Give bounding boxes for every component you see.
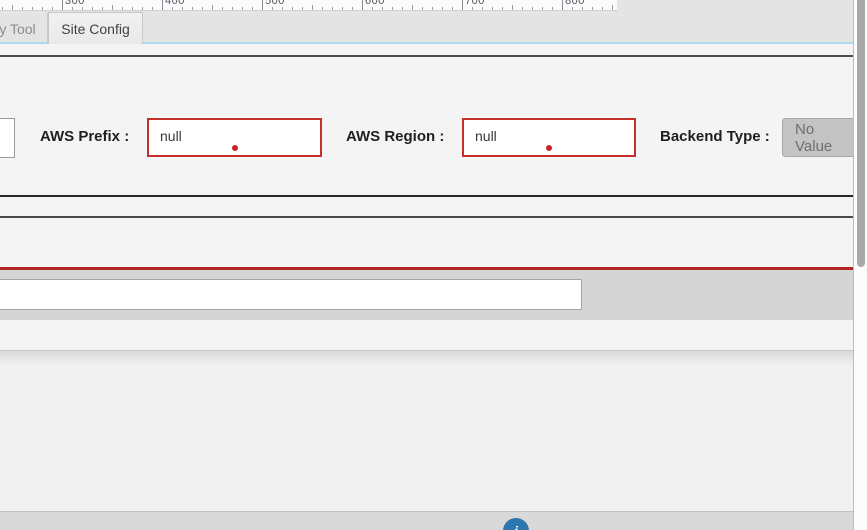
ruler-tick <box>172 7 173 10</box>
ruler-tick <box>372 7 373 10</box>
ruler-tick <box>472 7 473 10</box>
section-divider-2 <box>0 216 853 218</box>
ruler-tick <box>532 7 533 10</box>
ruler-tick <box>542 7 543 10</box>
section-divider-1 <box>0 195 853 197</box>
ruler-tick <box>222 7 223 10</box>
ruler-tick <box>272 7 273 10</box>
panel-top-shadow <box>0 350 855 365</box>
lower-panel <box>0 351 855 511</box>
ruler-tick <box>2 7 3 10</box>
ruler-label: 800 <box>565 0 585 7</box>
ruler-tick <box>112 5 113 10</box>
ruler-tick <box>602 7 603 10</box>
top-divider <box>0 55 855 57</box>
backend-type-value: No Value <box>795 120 833 155</box>
validation-dot-icon <box>546 145 552 151</box>
ruler-tick <box>202 7 203 10</box>
ruler-tick <box>92 7 93 10</box>
ruler-tick <box>122 7 123 10</box>
footer-band <box>0 511 855 530</box>
vertical-scrollbar-track[interactable] <box>853 0 867 530</box>
ruler-tick <box>582 7 583 10</box>
ruler-tick <box>322 7 323 10</box>
horizontal-ruler: 300 400 500 600 700 800 <box>0 0 617 11</box>
ruler-tick <box>102 7 103 10</box>
ruler-label: 300 <box>65 0 85 7</box>
ruler-tick <box>182 7 183 10</box>
ruler-tick <box>142 7 143 10</box>
left-edge-input[interactable] <box>0 118 15 158</box>
ruler-tick <box>162 0 163 10</box>
info-icon-glyph: i <box>514 523 518 530</box>
ruler-tick <box>442 7 443 10</box>
ruler-tick <box>352 7 353 10</box>
ruler-tick <box>462 0 463 10</box>
ruler-tick <box>502 7 503 10</box>
ruler-tick <box>282 7 283 10</box>
ruler-tick <box>422 7 423 10</box>
ruler-tick <box>492 7 493 10</box>
ruler-tick <box>82 7 83 10</box>
ruler-tick <box>42 7 43 10</box>
ruler-tick <box>232 7 233 10</box>
ruler-tick <box>512 5 513 10</box>
aws-prefix-input[interactable]: null <box>147 118 322 157</box>
tab-site-config-label: Site Config <box>61 20 130 37</box>
tab-tool-label: y Tool <box>0 20 36 37</box>
ruler-tick <box>62 0 63 10</box>
ruler-tick <box>32 7 33 10</box>
ruler-label: 500 <box>265 0 285 7</box>
ruler-tick <box>52 7 53 10</box>
ruler-tick <box>452 7 453 10</box>
aws-region-value: null <box>475 128 497 144</box>
validation-dot-icon <box>231 145 238 151</box>
ruler-tick <box>332 7 333 10</box>
aws-region-input[interactable]: null <box>462 118 636 157</box>
ruler-label: 400 <box>165 0 185 7</box>
tab-site-config[interactable]: Site Config <box>48 12 143 44</box>
ruler-tick <box>572 7 573 10</box>
ruler-tick <box>482 7 483 10</box>
ruler-tick <box>302 7 303 10</box>
red-divider <box>0 267 855 270</box>
ruler-tick <box>522 7 523 10</box>
ruler-tick <box>562 0 563 10</box>
ruler-tick <box>612 5 613 10</box>
ruler-tick <box>412 5 413 10</box>
backend-type-select[interactable]: No Value <box>782 118 855 157</box>
ruler-tick <box>592 7 593 10</box>
ruler-tick <box>552 7 553 10</box>
info-icon[interactable]: i <box>503 518 529 530</box>
ruler-tick <box>152 7 153 10</box>
backend-type-label: Backend Type : <box>660 128 770 145</box>
ruler-tick <box>432 7 433 10</box>
tab-tool[interactable]: y Tool <box>0 13 48 44</box>
ruler-tick <box>392 7 393 10</box>
ruler-tick <box>362 0 363 10</box>
ruler-label: 700 <box>465 0 485 7</box>
ruler-tick <box>242 7 243 10</box>
aws-region-label: AWS Region : <box>346 128 445 145</box>
ruler-tick <box>192 7 193 10</box>
ruler-tick <box>262 0 263 10</box>
ruler-tick <box>12 5 13 10</box>
aws-prefix-value: null <box>160 128 182 144</box>
ruler-tick <box>402 7 403 10</box>
ruler-tick <box>292 7 293 10</box>
ruler-tick <box>342 7 343 10</box>
vertical-scrollbar-thumb[interactable] <box>857 0 865 267</box>
ruler-tick <box>72 7 73 10</box>
ruler-label: 600 <box>365 0 385 7</box>
ruler-tick <box>252 7 253 10</box>
ruler-tick <box>22 7 23 10</box>
ruler-tick <box>132 7 133 10</box>
toolbar-text-input[interactable] <box>0 279 582 310</box>
ruler-tick <box>212 5 213 10</box>
aws-prefix-label: AWS Prefix : <box>40 128 130 145</box>
ruler-tick <box>382 7 383 10</box>
ruler-tick <box>312 5 313 10</box>
